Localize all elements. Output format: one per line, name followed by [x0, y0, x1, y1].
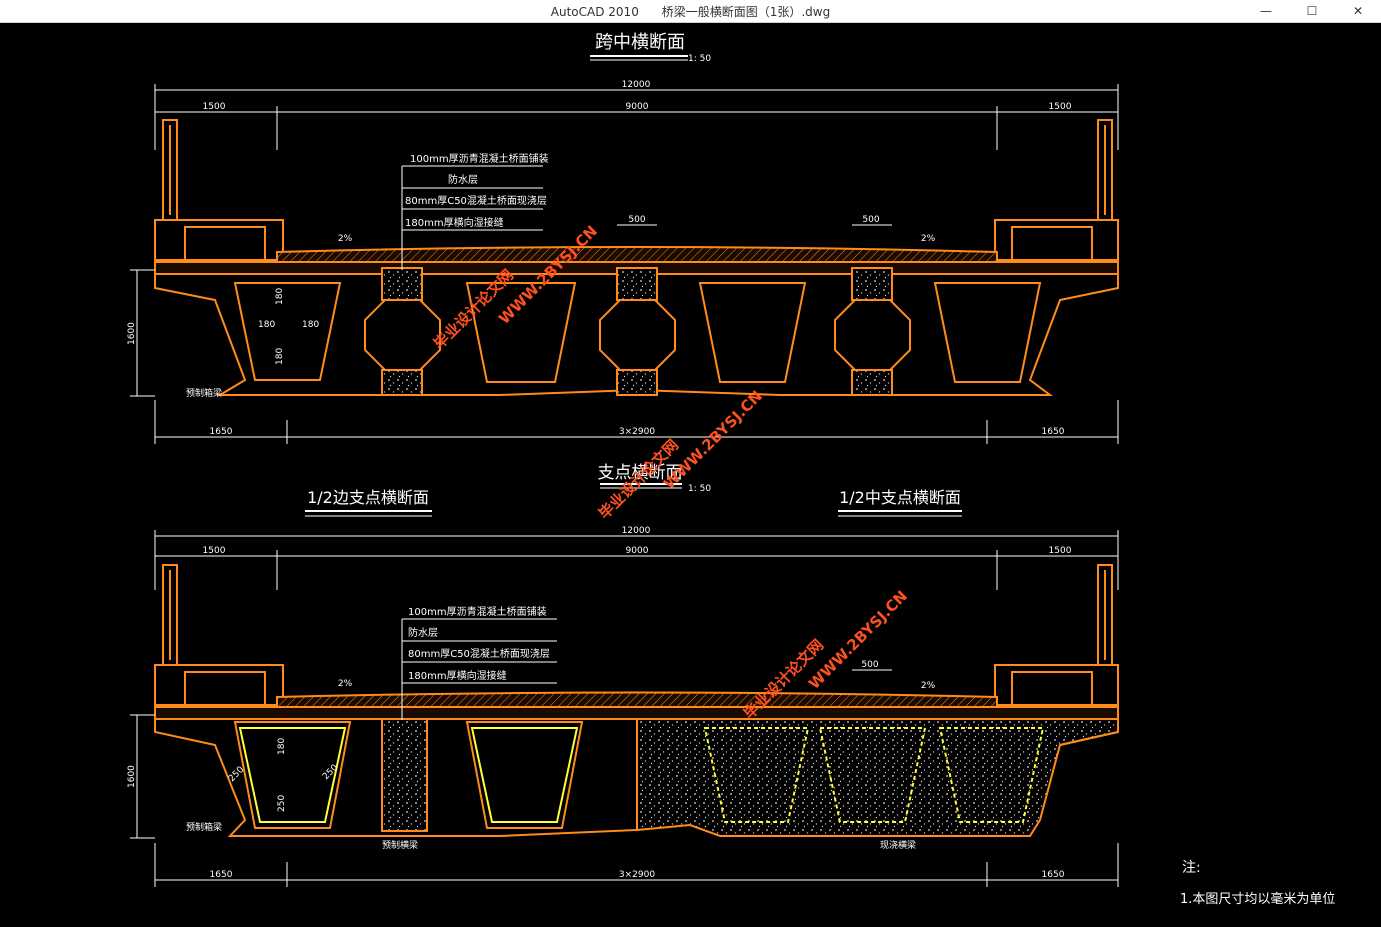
section1-scale: 1: 50 [688, 54, 711, 64]
section1-gap1: 500 [628, 215, 645, 225]
section2-title-group: 支点横断面 1: 50 [598, 463, 712, 494]
section2-label-girder3: 现浇横梁 [880, 839, 916, 851]
section2-dim-right: 1500 [1049, 546, 1072, 556]
section2-web-d: 250 [277, 795, 287, 812]
watermark: 毕业设计论文网 WWW.2BYSJ.CN 毕业设计论文网 WWW.2BYSJ.C… [430, 222, 911, 723]
section1-web-c: 180 [302, 320, 319, 330]
drawing-canvas[interactable]: 跨中横断面 1: 50 12000 1500 9000 1500 [0, 23, 1381, 923]
section1-gap2: 500 [862, 215, 879, 225]
section2-dim-bottom-right: 1650 [1042, 870, 1065, 880]
section2-railing-right [994, 564, 1119, 706]
watermark-url-3: WWW.2BYSJ.CN [805, 587, 911, 693]
close-icon[interactable]: ✕ [1352, 4, 1364, 18]
section2-label-girder2: 预制横梁 [382, 839, 418, 851]
section1-deck-pavement [276, 246, 998, 263]
section1-dim-left: 1500 [203, 102, 226, 112]
section2-dim-total: 12000 [622, 526, 651, 536]
section2-gap: 500 [861, 660, 878, 670]
section2-label-girder1: 预制箱梁 [186, 821, 222, 833]
minimize-icon[interactable]: — [1260, 4, 1272, 18]
section1-height-dim [130, 269, 155, 397]
section1-layer-callout [401, 165, 543, 270]
section1-dim-right: 1500 [1049, 102, 1072, 112]
title-bar: AutoCAD 2010 桥梁一般横断面图（1张）.dwg — ☐ ✕ [0, 0, 1381, 23]
section2-sub-left: 1/2边支点横断面 [307, 488, 429, 507]
notes-heading: 注: [1182, 860, 1201, 876]
section1-layer-3: 80mm厚C50混凝土桥面现浇层 [405, 194, 547, 207]
section2-title: 支点横断面 [598, 463, 683, 483]
section2-layer-callout [401, 618, 557, 720]
section1-railing-left [154, 119, 284, 261]
maximize-icon[interactable]: ☐ [1306, 4, 1318, 18]
section2-web-c: 180 [277, 738, 287, 755]
section1-girder-outline [154, 273, 1119, 396]
section2-crossbeam-fill [636, 718, 1119, 837]
section2-deck-slab [154, 706, 1119, 720]
section2-slope-left: 2% [338, 679, 353, 689]
section1-title: 跨中横断面 [595, 32, 685, 53]
section2-dim-bottom-left: 1650 [210, 870, 233, 880]
section1-slope-left: 2% [338, 234, 353, 244]
section2-dim-height: 1600 [127, 765, 137, 788]
section2-scale: 1: 50 [688, 484, 711, 494]
section2-layer-4: 180mm厚横向湿接缝 [408, 669, 507, 682]
section2-cells-left [233, 721, 584, 829]
section1-dim-middle: 9000 [626, 102, 649, 112]
section1-dim-total: 12000 [622, 80, 651, 90]
section1-girder-label: 预制箱梁 [186, 387, 222, 399]
section1-web-d: 180 [275, 348, 285, 365]
section2-layer-1: 100mm厚沥青混凝土桥面铺装 [408, 605, 547, 618]
section1-cells [233, 282, 1042, 383]
section2-height-dim [130, 714, 155, 839]
section2-slope-right: 2% [921, 681, 936, 691]
section1-bottom-dims [154, 400, 1119, 444]
section2-railing-left [154, 564, 284, 706]
section2-layer-3: 80mm厚C50混凝土桥面现浇层 [408, 647, 550, 660]
section1-layer-2: 防水层 [448, 173, 478, 186]
section2-sub-right: 1/2中支点横断面 [839, 488, 961, 507]
section1-layer-1: 100mm厚沥青混凝土桥面铺装 [410, 152, 549, 165]
section1-dim-bottom-right: 1650 [1042, 427, 1065, 437]
section1-web-a: 180 [275, 288, 285, 305]
notes-line1: 1.本图尺寸均以毫米为单位 [1180, 891, 1335, 907]
section2-dim-left: 1500 [203, 546, 226, 556]
section1-web-b: 180 [258, 320, 275, 330]
section2-deck-pavement [276, 691, 998, 708]
section1-top-dimensions [154, 84, 1119, 150]
section1-joints [364, 267, 911, 396]
section1-dim-bottom-mid: 3×2900 [619, 427, 655, 437]
section1-layer-4: 180mm厚横向湿接缝 [405, 216, 504, 229]
section1-dim-bottom-left: 1650 [210, 427, 233, 437]
section1-slope-right: 2% [921, 234, 936, 244]
section1-dim-height: 1600 [127, 322, 137, 345]
section2-layer-2: 防水层 [408, 626, 438, 639]
section1-title-group: 跨中横断面 1: 50 [590, 32, 711, 64]
section2-bottom-dims [154, 843, 1119, 887]
section2-dim-middle: 9000 [626, 546, 649, 556]
section2-girder-outline [154, 719, 1119, 837]
window-title: AutoCAD 2010 桥梁一般横断面图（1张）.dwg [550, 5, 831, 19]
section2-dim-bottom-mid: 3×2900 [619, 870, 655, 880]
section2-cells-right [703, 727, 1045, 823]
section2-top-dimensions [154, 530, 1119, 590]
watermark-url-2: WWW.2BYSJ.CN [660, 387, 766, 493]
section2-precast-crossbeam [381, 718, 428, 832]
section1-railing-right [994, 119, 1119, 261]
